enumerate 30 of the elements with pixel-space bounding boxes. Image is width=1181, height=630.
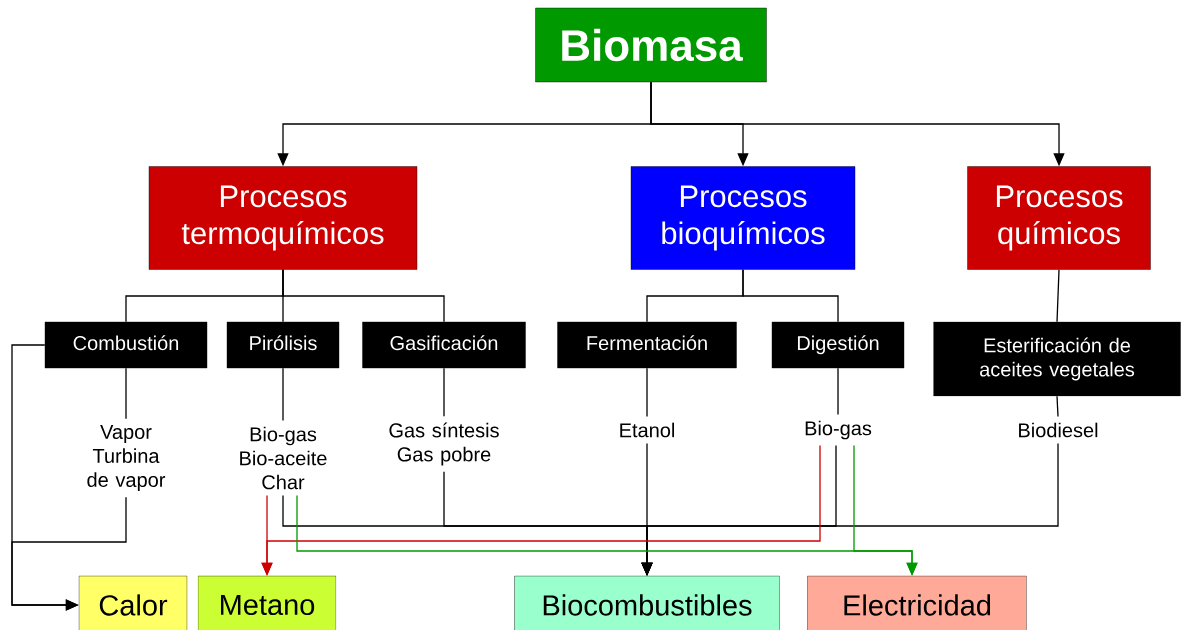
connector [1056,395,1059,418]
method-box: Pirólisis [226,321,340,369]
output-box: Electricidad [807,575,1027,630]
output-box: Biocombustibles [514,575,780,630]
connector [646,367,648,418]
output-box: Metano [197,575,337,630]
method-box: Combustión [44,321,208,369]
connector [443,367,445,417]
process-box: Procesos bioquímicos [630,166,856,270]
process-box: Procesos químicos [967,166,1151,270]
method-box: Esterificación de aceites vegetales [933,321,1181,397]
method-box: Fermentación [557,321,737,369]
process-box: Procesos termoquímicos [148,166,418,270]
connector [1056,269,1060,323]
product-text: Bio-gas [805,420,872,440]
product-text: Bio-gas Bio-aceite Char [240,426,327,490]
connector [125,367,127,420]
product-text: Gas síntesis Gas pobre [389,422,499,466]
product-text: Vapor Turbina de vapor [87,425,166,491]
connector [742,269,839,323]
output-box: Calor [78,575,188,630]
connector [282,367,284,422]
connector [11,496,127,611]
method-box: Gasificación [362,321,526,369]
product-text: Etanol [620,422,674,438]
connector [837,367,839,416]
product-text: Biodiesel [1019,422,1098,438]
connector [282,269,445,323]
title-box: Biomasa [535,7,767,83]
method-box: Digestión [771,321,905,369]
